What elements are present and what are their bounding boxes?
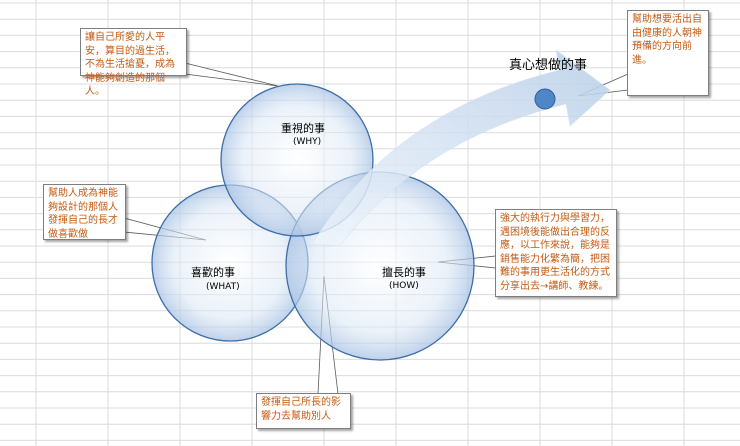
callout-bottom: 發揮自己所長的影響力去幫助別人 [256, 393, 351, 429]
callout-left: 幫助人成為神能夠設計的那個人發揮自己的長才做喜歡做 [43, 184, 126, 240]
circle-right-subtitle: (HOW) [389, 281, 419, 291]
callout-top-right: 幫助想要活出自由健康的人朝神預備的方向前進。 [627, 10, 709, 96]
circle-left-title: 喜歡的事 [191, 266, 235, 279]
circle-top-title: 重視的事 [281, 122, 325, 135]
callout-right: 強大的執行力與學習力，遇困境後能做出合理的反應，以工作來說，能夠是銷售能力化繁為… [495, 209, 617, 297]
callout-top-left: 讓自己所愛的人平安，算目的過生活，不為生活搶憂，成為神能夠創造的那個人。 [80, 28, 187, 97]
circle-top [220, 83, 374, 237]
circle-top-subtitle: (WHY) [293, 137, 322, 147]
circle-left-subtitle: (WHAT) [206, 282, 240, 292]
goal-label: 真心想做的事 [509, 58, 588, 73]
callout-pointer-top-left [184, 62, 279, 87]
circle-right-title: 擅長的事 [382, 266, 426, 279]
goal-dot [534, 88, 556, 110]
